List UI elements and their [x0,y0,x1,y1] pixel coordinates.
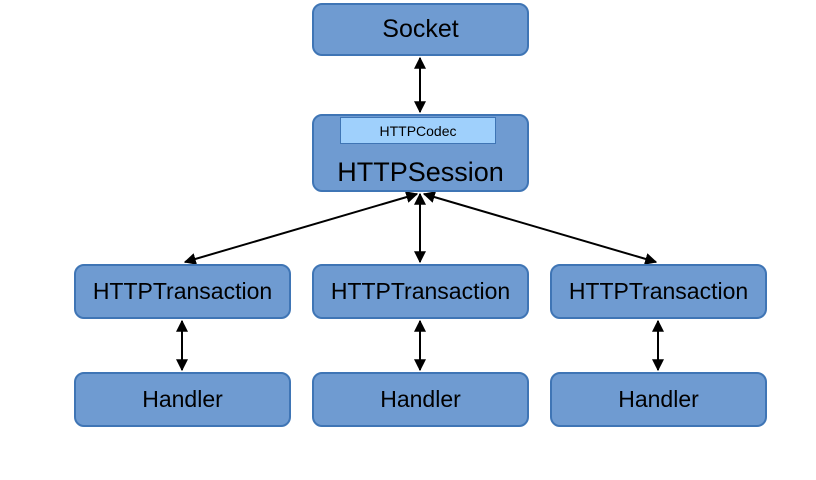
node-handler-0-label: Handler [142,386,223,412]
node-socket-label: Socket [382,15,459,43]
node-transaction-1-label: HTTPTransaction [330,278,511,304]
node-handler-1[interactable]: Handler [312,372,529,427]
node-socket[interactable]: Socket [312,3,529,56]
node-handler-1-label: Handler [380,386,461,412]
node-transaction-2[interactable]: HTTPTransaction [550,264,767,319]
node-transaction-0-label: HTTPTransaction [92,278,273,304]
node-transaction-2-label: HTTPTransaction [568,278,749,304]
node-httpsession-label: HTTPSession [337,156,504,187]
node-httpcodec[interactable]: HTTPCodec [340,117,496,144]
edge-session-transaction-0 [183,191,419,265]
node-httpsession[interactable]: HTTPCodec HTTPSession [312,114,529,192]
edge-session-transaction-2 [422,191,658,265]
node-handler-0[interactable]: Handler [74,372,291,427]
node-transaction-0[interactable]: HTTPTransaction [74,264,291,319]
node-httpsession-label-wrap: HTTPSession [314,152,527,192]
node-handler-2[interactable]: Handler [550,372,767,427]
node-handler-2-label: Handler [618,386,699,412]
node-httpcodec-label: HTTPCodec [379,122,457,139]
node-transaction-1[interactable]: HTTPTransaction [312,264,529,319]
